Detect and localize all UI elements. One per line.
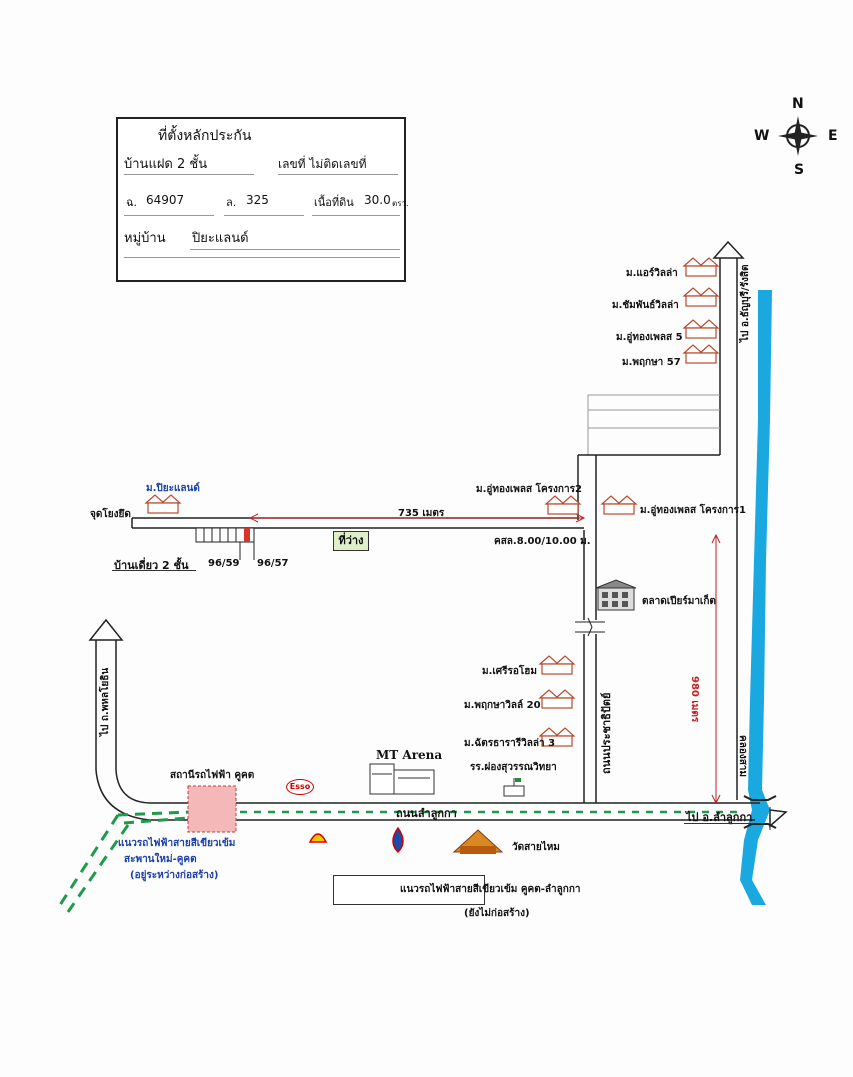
label-temple: วัดสายไหม — [512, 842, 560, 853]
canal-shape — [740, 290, 772, 905]
label-to-phahon: ไป ถ.พหลโยธิน — [100, 667, 111, 736]
label-distance-735: 735 เมตร — [398, 508, 445, 519]
esso-logo: Esso — [286, 779, 314, 795]
legend-title: ที่ตั้งหลักประกัน — [158, 128, 252, 144]
village-value: ปิยะแลนด์ — [192, 231, 249, 246]
deed-value: 64907 — [146, 193, 185, 207]
compass-s: S — [794, 162, 805, 178]
label-turn-point: จุดโยงยึด — [90, 509, 131, 520]
label-sampan-villa: ม.ชัมพันธ์วิลล่า — [612, 300, 679, 311]
legend-line-2: (ยังไม่ก่อสร้าง) — [464, 908, 530, 919]
label-uthong5: ม.อู่ทองเพลส 5 — [616, 332, 683, 343]
label-mt-arena: MT Arena — [376, 748, 443, 762]
compass-icon — [778, 116, 818, 156]
area-label: เนื้อที่ดิน — [314, 196, 354, 209]
village-label: หมู่บ้าน — [124, 231, 166, 246]
label-to-lamlukka: ไป อ.ลำลูกกา — [686, 811, 753, 824]
label-pruksa20: ม.พฤกษาวิลล์ 20 — [464, 700, 541, 711]
train-note-2: สะพานใหม่-คูคต — [124, 854, 197, 865]
label-house-9657: 96/57 — [257, 558, 289, 569]
house-no: เลขที่ ไม่ติดเลขที่ — [278, 157, 367, 171]
label-distance-980: 980 เมตร — [689, 676, 700, 723]
label-uthong1: ม.อู่ทองเพลส โครงการ1 — [640, 505, 746, 516]
label-single-house: บ้านเดี่ยว 2 ชั้น — [114, 559, 189, 572]
label-station: สถานีรถไฟฟ้า คูคต — [170, 770, 255, 781]
label-school: รร.ผ่องสุวรรณวิทยา — [470, 762, 557, 773]
vacant-lot: ที่ว่าง — [333, 531, 369, 551]
area-value: 30.0 — [364, 193, 391, 207]
land-value: 325 — [246, 193, 269, 207]
label-road-north: ไป อ.ธัญบุรี/รังสิต — [740, 264, 751, 342]
label-house-9659: 96/59 — [208, 558, 240, 569]
label-uthong2: ม.อู่ทองเพลส โครงการ2 — [476, 484, 582, 495]
train-note-3: (อยู่ระหว่างก่อสร้าง) — [130, 870, 219, 881]
area-unit: ตรว. — [392, 199, 409, 208]
land-label: ล. — [226, 196, 237, 209]
label-air-villa: ม.แอร์วิลล่า — [626, 268, 678, 279]
compass-n: N — [792, 96, 804, 112]
deed-label: ฉ. — [126, 196, 137, 209]
label-market: ตลาดเปียร์มาเก็ต — [642, 596, 716, 607]
train-legend-box — [333, 875, 485, 905]
label-road-note: คสล.8.00/10.00 ม. — [494, 536, 591, 547]
label-seri-home: ม.เศรีรอโฮม — [482, 666, 537, 677]
label-piya-land: ม.ปิยะแลนด์ — [146, 483, 200, 494]
label-canal: คลองสาม — [737, 735, 748, 778]
compass-w: W — [754, 128, 770, 144]
label-road-lamlukka: ถนนลำลูกกา — [396, 807, 457, 820]
collateral-legend: ที่ตั้งหลักประกัน บ้านแฝด 2 ชั้น เลขที่ … — [116, 117, 409, 282]
label-pruksa57: ม.พฤกษา 57 — [622, 357, 681, 368]
compass-e: E — [828, 128, 838, 144]
compass-rose: N E S W — [754, 96, 838, 178]
train-note-1: แนวรถไฟฟ้าสายสีเขียวเข้ม — [118, 838, 236, 849]
house-type: บ้านแฝด 2 ชั้น — [124, 157, 208, 172]
label-road-prachathipat: ถนนประชาธิปัตย์ — [600, 692, 613, 774]
label-chatsan3: ม.ฉัตรธารารีวิลล่า 3 — [464, 738, 556, 749]
legend-line-1: แนวรถไฟฟ้าสายสีเขียวเข้ม คูคต-ลำลูกกา — [400, 884, 581, 895]
